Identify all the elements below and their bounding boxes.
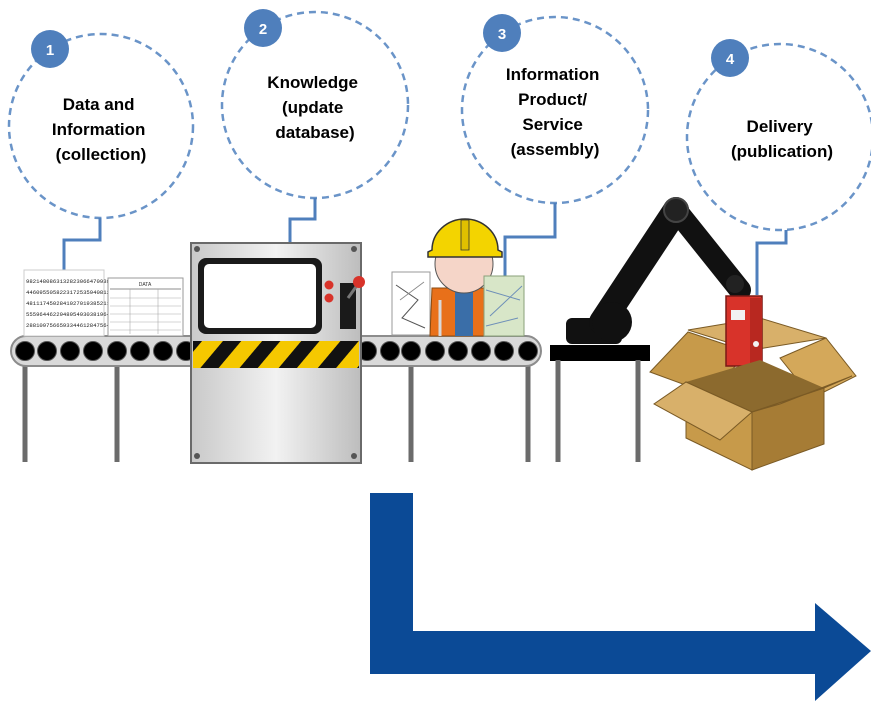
roller-icon <box>518 341 538 361</box>
roller-icon <box>425 341 445 361</box>
step-1-label: Data and Information (collection) <box>52 95 150 164</box>
svg-text:2: 2 <box>259 21 267 38</box>
roller-icon <box>37 341 57 361</box>
roller-icon <box>83 341 103 361</box>
chart-document-icon <box>391 271 431 336</box>
step-2-connector <box>288 198 317 242</box>
step-3-badge: 3 <box>483 14 521 52</box>
step-1-connector <box>62 218 102 282</box>
data-row: 28810975665933446128475648 <box>26 322 113 329</box>
robot-table-icon <box>550 345 650 462</box>
svg-text:4: 4 <box>726 51 735 68</box>
data-sheet-icon: 98214808631328230664709384 4460955058223… <box>23 269 114 337</box>
roller-icon <box>60 341 80 361</box>
step-4-bubble: Delivery (publication) <box>685 42 871 232</box>
aeronautical-chart-icon <box>483 275 525 337</box>
roller-icon <box>15 341 35 361</box>
roller-icon <box>401 341 421 361</box>
roller-icon <box>130 341 150 361</box>
indicator-light-icon <box>324 280 334 290</box>
step-2-label: Knowledge (update database) <box>267 73 362 142</box>
step-3-connector <box>503 203 557 276</box>
svg-text:1: 1 <box>46 42 54 59</box>
terminal-screen <box>204 264 316 328</box>
indicator-light-icon <box>324 293 334 303</box>
step-3-label: Information Product/ Service (assembly) <box>506 65 604 159</box>
lever-knob-icon <box>353 276 365 288</box>
data-row: 98214808631328230664709384 <box>26 278 114 285</box>
data-row: 44609550582231725359408128 <box>26 289 113 296</box>
roller-icon <box>448 341 468 361</box>
roller-icon <box>494 341 514 361</box>
robot-arm-icon <box>566 197 751 344</box>
step-1-badge: 1 <box>31 30 69 68</box>
step-4-badge: 4 <box>711 39 749 77</box>
svg-text:DATA: DATA <box>139 282 152 288</box>
roller-icon <box>107 341 127 361</box>
cardboard-box-front <box>653 360 853 471</box>
conveyor-rollers <box>15 341 538 361</box>
worker-icon <box>391 218 525 337</box>
step-2-badge: 2 <box>244 9 282 47</box>
hazard-stripe <box>193 341 359 368</box>
svg-text:3: 3 <box>498 26 506 43</box>
step-1-bubble: Data and Information (collection) <box>7 32 195 220</box>
roller-icon <box>153 341 173 361</box>
step-4-label: Delivery (publication) <box>731 117 833 161</box>
step-4-connector <box>755 230 788 295</box>
red-binder-icon <box>725 295 763 367</box>
form-sheet-icon: DATA <box>107 277 184 337</box>
step-3-bubble: Information Product/ Service (assembly) <box>460 15 650 205</box>
roller-icon <box>471 341 491 361</box>
data-row: 48111745028410270193852110 <box>26 300 114 307</box>
process-arrow-icon <box>370 493 871 701</box>
roller-icon <box>380 341 400 361</box>
data-row: 55596446229489549303819644 <box>26 311 114 318</box>
terminal-machine-icon <box>190 242 365 464</box>
